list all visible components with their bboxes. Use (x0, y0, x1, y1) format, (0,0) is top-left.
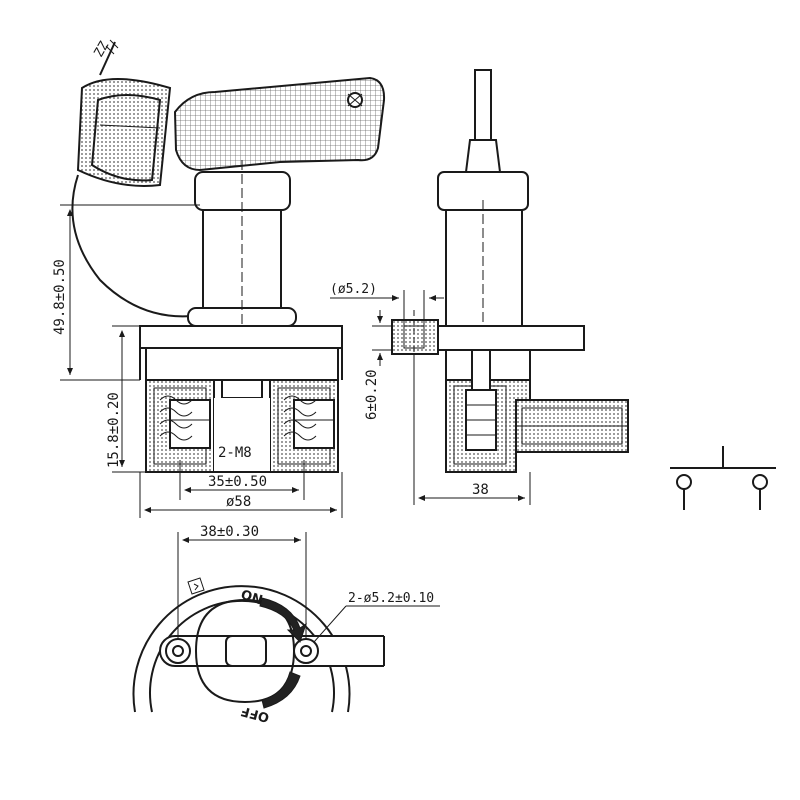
dim-total-height: 49.8±0.50 (52, 204, 200, 381)
dim-mount-spacing: 38±0.30 (177, 524, 307, 640)
side-base (437, 325, 629, 473)
model-mark: ZZ (91, 39, 112, 60)
off-arrow: OFF (239, 671, 301, 725)
side-key (437, 69, 529, 470)
terminal-left (159, 395, 211, 449)
switch-schematic-symbol (670, 446, 776, 510)
key-shaft (187, 160, 297, 395)
dim-base-height-text: 15.8±0.20 (106, 392, 122, 468)
dim-base-thickness: 6±0.20 (364, 310, 392, 420)
dim-side-width-text: 38 (472, 482, 489, 498)
off-label: OFF (239, 703, 271, 725)
side-view: (ø5.2) 6±0.20 38 (330, 69, 629, 505)
top-view: ON OFF 38±0.30 2-ø5.2±0.10 (132, 524, 440, 725)
side-mount-tab (391, 310, 439, 360)
dim-base-thickness-text: 6±0.20 (364, 369, 380, 420)
dim-terminal-spacing-text: 35±0.50 (208, 474, 267, 490)
front-view: 2-M8 49.8±0.50 15.8±0.20 35±0.50 (52, 39, 386, 518)
on-arrow: ON (239, 588, 307, 643)
dim-side-hole-text: (ø5.2) (330, 282, 377, 297)
thread-label: 2-M8 (218, 445, 252, 461)
dim-mount-holes-text: 2-ø5.2±0.10 (348, 591, 434, 606)
dim-total-height-text: 49.8±0.50 (52, 259, 68, 335)
dust-cap (71, 39, 193, 318)
key-handle (173, 76, 386, 172)
dim-terminal-spacing: 35±0.50 (179, 460, 305, 500)
dim-base-diameter-text: ø58 (226, 494, 251, 510)
terminal-right (283, 395, 335, 449)
dim-mount-spacing-text: 38±0.30 (200, 524, 259, 540)
lightning-mark-icon (187, 577, 205, 595)
dim-side-width: 38 (413, 360, 531, 505)
dim-side-hole: (ø5.2) (330, 282, 444, 326)
dim-mount-holes: 2-ø5.2±0.10 (313, 591, 440, 643)
on-label: ON (239, 588, 264, 609)
dim-base-diameter: ø58 (139, 472, 343, 518)
switch-base (139, 325, 343, 473)
